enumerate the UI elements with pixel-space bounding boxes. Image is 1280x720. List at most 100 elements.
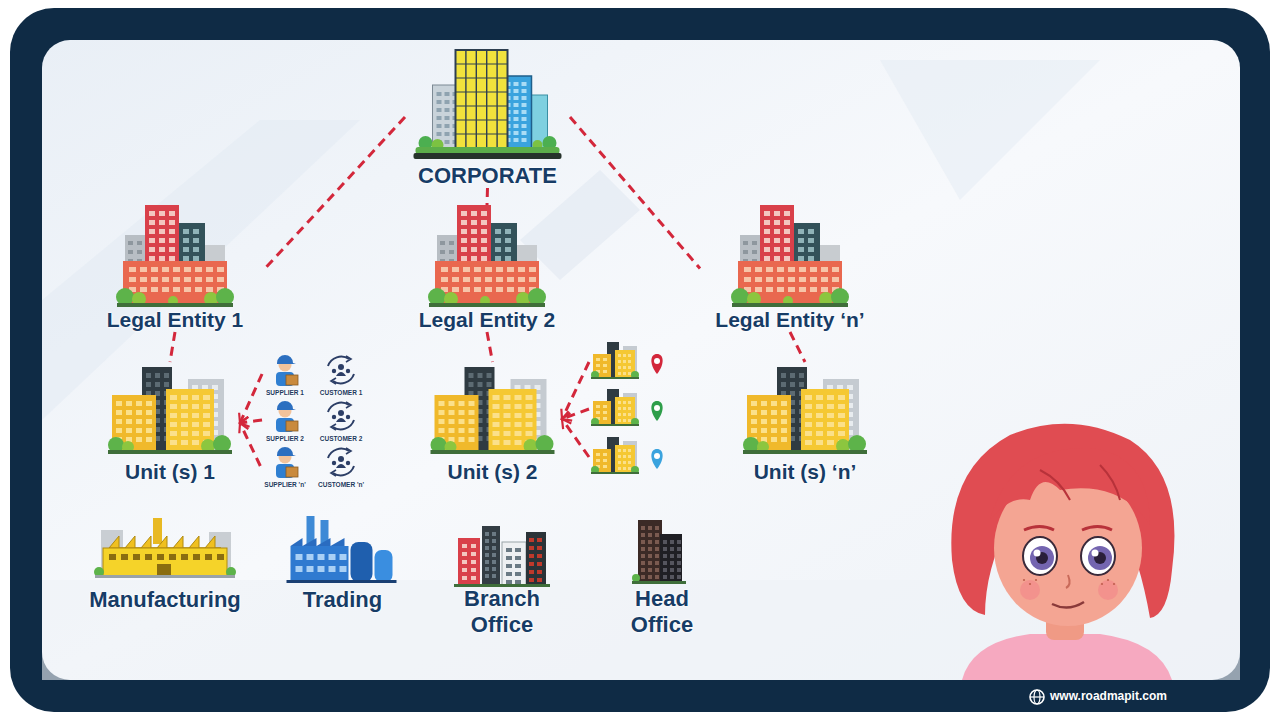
window <box>437 132 442 136</box>
window <box>441 277 448 282</box>
window <box>492 532 496 536</box>
window <box>798 229 804 234</box>
window <box>170 431 177 436</box>
window <box>469 382 474 387</box>
window <box>136 401 142 406</box>
chimney <box>153 518 162 544</box>
node-label: Legal Entity ‘n’ <box>715 308 864 332</box>
window <box>529 570 534 574</box>
window <box>445 140 450 144</box>
window <box>461 220 467 225</box>
node-label: Manufacturing <box>89 587 241 612</box>
window <box>774 229 780 234</box>
window <box>439 410 445 415</box>
window <box>507 277 514 282</box>
window <box>193 554 200 560</box>
supplier-icon <box>276 355 298 386</box>
red-icon <box>731 205 849 307</box>
window <box>159 211 165 216</box>
node-label: CUSTOMER 1 <box>320 389 363 396</box>
icon-node: Unit (s) 2 <box>425 362 560 484</box>
window <box>184 277 191 282</box>
window <box>109 554 116 560</box>
window <box>195 267 202 272</box>
window <box>781 437 787 442</box>
window <box>623 461 626 464</box>
window <box>452 277 459 282</box>
window <box>522 117 527 121</box>
window <box>623 449 626 452</box>
parcel-box <box>286 375 298 385</box>
icon-node: Legal Entity ‘n’ <box>700 205 880 332</box>
window <box>485 553 489 557</box>
window <box>496 287 503 292</box>
window <box>677 568 681 572</box>
window <box>761 401 767 406</box>
window <box>743 250 748 254</box>
window <box>755 267 762 272</box>
window <box>518 287 525 292</box>
window <box>522 131 527 135</box>
window <box>515 422 522 427</box>
window <box>481 220 487 225</box>
window <box>771 419 777 424</box>
person-cap <box>277 355 296 364</box>
window <box>485 567 489 571</box>
window <box>151 277 158 282</box>
window <box>784 229 790 234</box>
freckle <box>1107 579 1109 581</box>
window <box>181 395 188 400</box>
window <box>505 247 511 252</box>
window <box>603 465 607 468</box>
icon-node: Unit (s) 1 <box>100 362 240 484</box>
window <box>810 267 817 272</box>
dark-tower <box>526 532 546 586</box>
front-building <box>738 261 842 305</box>
window <box>816 431 823 436</box>
window <box>136 428 142 433</box>
window <box>137 241 142 245</box>
base <box>414 153 562 159</box>
window <box>459 437 465 442</box>
warehouse <box>291 546 349 582</box>
window <box>157 554 164 560</box>
window <box>146 419 152 424</box>
window <box>471 220 477 225</box>
window <box>116 419 122 424</box>
node-label: Trading <box>303 587 382 612</box>
window <box>195 287 202 292</box>
window <box>623 413 626 416</box>
window <box>515 548 521 552</box>
window <box>515 564 521 568</box>
window <box>628 455 631 458</box>
person-head <box>346 415 350 419</box>
base <box>429 303 545 307</box>
window <box>481 211 487 216</box>
window <box>437 108 442 112</box>
window <box>663 568 667 572</box>
window <box>744 267 751 272</box>
icon-node: SUPPLIER 'n' <box>260 444 309 488</box>
window <box>827 413 834 418</box>
window <box>136 437 142 442</box>
window <box>504 404 511 409</box>
window <box>514 82 519 86</box>
window <box>596 358 600 361</box>
window <box>181 413 188 418</box>
window <box>515 413 522 418</box>
window <box>618 461 621 464</box>
window <box>151 287 158 292</box>
base <box>591 377 639 379</box>
node-label: SUPPLIER 'n' <box>264 481 305 488</box>
window <box>445 132 450 136</box>
person-head <box>332 415 336 419</box>
icon-node: SUPPLIER 2 <box>262 398 308 442</box>
window <box>140 287 147 292</box>
window <box>492 560 496 564</box>
freckle <box>1035 579 1037 581</box>
window <box>838 404 845 409</box>
window <box>766 287 773 292</box>
window <box>799 287 806 292</box>
